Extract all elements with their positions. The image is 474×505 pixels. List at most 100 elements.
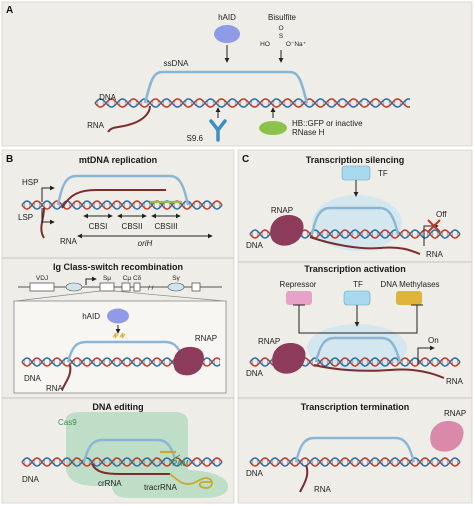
cbs3-label: CBSIII — [154, 222, 177, 231]
smu-box — [99, 282, 115, 292]
orih-label: oriH — [138, 239, 153, 248]
cdelta-box — [133, 282, 141, 292]
repressor-icon — [286, 291, 312, 305]
mtdna-title: mtDNA replication — [79, 155, 157, 165]
cbs2-label: CBSII — [122, 222, 143, 231]
csr-promoter-arrow — [85, 276, 97, 285]
cgamma-box — [191, 282, 201, 292]
hb-label-line2: RNase H — [292, 128, 325, 137]
termination-dna-label: DNA — [246, 469, 264, 478]
panel-a-background — [1, 1, 473, 147]
bisulfite-structure: O S HO O⁻Na⁺ — [260, 25, 307, 48]
silencing-ssdna-loop — [310, 206, 400, 235]
silencing-tf-label: TF — [378, 169, 388, 178]
sgamma-element — [167, 282, 185, 292]
editing-dna-label: DNA — [22, 475, 40, 484]
tracrrna-label: tracrRNA — [144, 483, 178, 492]
termination-dna — [249, 457, 461, 467]
csr-haid-label: hAID — [82, 312, 100, 321]
rna-label: RNA — [87, 121, 105, 130]
activation-rnap-icon — [272, 342, 306, 374]
dna-strand-red — [94, 98, 411, 108]
crrna-strand — [91, 463, 170, 475]
vdj-segment — [29, 282, 55, 292]
dna-strand-blue — [21, 457, 223, 467]
crrna-label: crRNA — [98, 479, 122, 488]
csr-rna-strand — [61, 364, 72, 391]
mutation-bolt-icon — [112, 332, 126, 339]
csr-title: Ig Class-switch recombination — [53, 262, 183, 272]
off-label: Off — [436, 210, 447, 219]
activation-tf-icon — [343, 290, 371, 306]
smu-element — [65, 282, 83, 292]
silencing-tf-icon — [341, 165, 371, 181]
termination-title: Transcription termination — [301, 402, 410, 412]
mtdna-rna-strand — [40, 207, 45, 239]
activation-rnap-label: RNAP — [258, 337, 280, 346]
csr-rnap-icon — [173, 346, 204, 376]
dna-strand-red — [249, 457, 461, 467]
csr-haid-icon — [107, 308, 129, 324]
editing-dna — [21, 457, 223, 467]
silencing-rnap-icon — [270, 214, 304, 246]
silencing-rna-strand — [309, 236, 421, 255]
smu-label: Sμ — [103, 275, 111, 282]
cbs1-label: CBSI — [89, 222, 108, 231]
s96-label: S9.6 — [187, 134, 204, 143]
panel-b: B mtDNA replication HSP LSP RNA CBSI CBS… — [1, 149, 235, 504]
svg-text:/ /: / / — [148, 285, 154, 292]
hb-label-line1: HB::GFP or inactive — [292, 119, 363, 128]
cmu-box — [121, 282, 131, 292]
lsp-promoter-arrow — [41, 208, 55, 225]
dna-strand-blue — [249, 457, 461, 467]
termination-rnap-icon — [430, 420, 464, 452]
svg-text:O⁻Na⁺: O⁻Na⁺ — [286, 41, 307, 48]
mtdna-rna-extension — [61, 189, 166, 209]
svg-text:HO: HO — [260, 41, 270, 48]
methylases-label: DNA Methylases — [380, 280, 439, 289]
dna-strand-blue — [94, 98, 411, 108]
silencing-rna-label: RNA — [426, 250, 444, 259]
editing-title: DNA editing — [92, 402, 143, 412]
panel-a: A hAID Bisulfite O S HO O⁻Na⁺ ssDNA DNA … — [1, 1, 473, 147]
activation-tf-label: TF — [353, 280, 363, 289]
methylase-icon — [396, 291, 422, 305]
csr-rnap-label: RNAP — [195, 334, 217, 343]
csr-dna-label: DNA — [24, 374, 42, 383]
dna-label: DNA — [99, 93, 117, 102]
hsp-promoter-arrow — [41, 185, 55, 202]
termination-rnap-label: RNAP — [444, 409, 466, 418]
vdj-label: VDJ — [36, 275, 48, 282]
ssdna-label: ssDNA — [164, 59, 190, 68]
cas9-complex — [66, 412, 228, 498]
activation-inhibit-line — [298, 305, 418, 334]
csr-locus-map: / / — [18, 276, 222, 292]
svg-text:O: O — [278, 25, 283, 32]
panel-c-letter: C — [242, 154, 249, 165]
panel-a-letter: A — [6, 5, 13, 16]
repressor-label: Repressor — [280, 280, 317, 289]
dna-strand-blue — [21, 200, 223, 210]
on-label: On — [428, 336, 439, 345]
hb-protein-icon — [259, 121, 287, 135]
activation-rna-label: RNA — [446, 377, 464, 386]
activation-rna-strand — [313, 364, 445, 379]
off-x-icon — [427, 219, 441, 233]
activation-ssdna-loop — [314, 336, 402, 363]
svg-text:S: S — [279, 33, 284, 40]
mtdna-ssdna-loop — [56, 174, 190, 206]
termination-rna-strand — [299, 464, 309, 493]
termination-ssdna-loop — [294, 436, 416, 463]
panel-a-dna — [94, 98, 411, 108]
silencing-title: Transcription silencing — [306, 155, 405, 165]
csr-rna-label: RNA — [46, 384, 64, 393]
hsp-label: HSP — [22, 178, 38, 187]
cmu-label: Cμ Cδ — [123, 275, 142, 282]
sgamma-label: Sγ — [172, 275, 180, 282]
mtdna-rna-label: RNA — [60, 237, 78, 246]
pam-label: PAM — [172, 459, 189, 468]
editing-ssdna-loop — [82, 438, 178, 463]
haid-enzyme-icon — [214, 25, 240, 43]
